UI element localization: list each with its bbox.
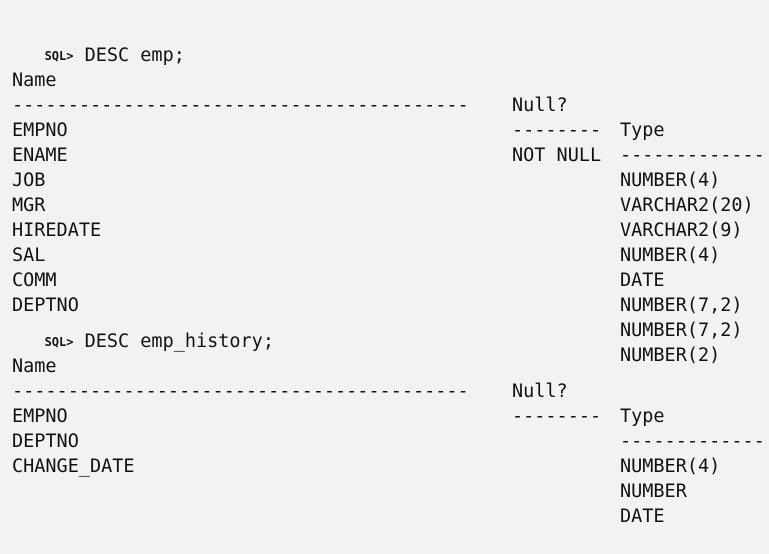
header-name: Name (12, 70, 57, 91)
column-type: NUMBER(4) (620, 170, 721, 191)
command-line-desc-emp-history: SQL> DESC emp_history; (0, 304, 274, 352)
table-row: MGR NUMBER(4) (0, 168, 769, 266)
column-name: DEPTNO (12, 295, 79, 316)
header-type: Type (620, 120, 665, 141)
header-name: Name (12, 356, 57, 377)
column-name: DEPTNO (12, 431, 79, 452)
table-row: EMPNO NOT NULL NUMBER(4) (0, 93, 769, 191)
header-null: Null? (512, 95, 568, 116)
column-type: NUMBER(7,2) (620, 320, 743, 341)
separator-row: ----------------------------------------… (0, 68, 769, 166)
table-row: SAL NUMBER(7,2) (0, 218, 769, 316)
column-name: EMPNO (12, 120, 68, 141)
column-name: HIREDATE (12, 220, 102, 241)
table-row: ENAME VARCHAR2(20) (0, 118, 769, 216)
column-name: EMPNO (12, 406, 68, 427)
table-row: EMPNO NUMBER(4) (0, 379, 769, 477)
column-type: NUMBER (620, 481, 687, 502)
column-type: NUMBER(2) (620, 345, 721, 366)
column-name: MGR (12, 195, 46, 216)
column-type: NUMBER(4) (620, 245, 721, 266)
column-name: CHANGE_DATE (12, 456, 135, 477)
separator-type: ------------- (620, 431, 765, 452)
command-text: DESC emp_history; (73, 331, 274, 352)
table-row: COMM NUMBER(7,2) (0, 243, 769, 341)
column-name: ENAME (12, 145, 68, 166)
header-type: Type (620, 406, 665, 427)
separator-row: ----------------------------------------… (0, 354, 769, 452)
separator-null: -------- (512, 406, 602, 427)
command-text: DESC emp; (73, 45, 185, 66)
column-name: JOB (12, 170, 46, 191)
separator-name: ----------------------------------------… (12, 381, 469, 402)
sql-prompt: SQL> (44, 335, 74, 349)
table-row: DEPTNO NUMBER(2) (0, 268, 769, 366)
table-row: HIREDATE DATE (0, 193, 769, 291)
column-name: COMM (12, 270, 57, 291)
separator-type: ------------- (620, 145, 765, 166)
sql-prompt: SQL> (44, 49, 74, 63)
column-type: VARCHAR2(20) (620, 195, 754, 216)
header-row: Name Null? Type (0, 329, 769, 427)
column-type: DATE (620, 270, 665, 291)
table-row: JOB VARCHAR2(9) (0, 143, 769, 241)
command-line-desc-emp: SQL> DESC emp; (0, 18, 185, 66)
header-row: Name Null? Type (0, 43, 769, 141)
column-type: VARCHAR2(9) (620, 220, 743, 241)
column-name: SAL (12, 245, 46, 266)
column-type: DATE (620, 506, 665, 527)
separator-null: -------- (512, 120, 602, 141)
separator-name: ----------------------------------------… (12, 95, 469, 116)
column-type: NUMBER(4) (620, 456, 721, 477)
header-null: Null? (512, 381, 568, 402)
column-type: NUMBER(7,2) (620, 295, 743, 316)
table-row: CHANGE_DATE DATE (0, 429, 769, 527)
table-row: DEPTNO NUMBER (0, 404, 769, 502)
column-null: NOT NULL (512, 145, 602, 166)
